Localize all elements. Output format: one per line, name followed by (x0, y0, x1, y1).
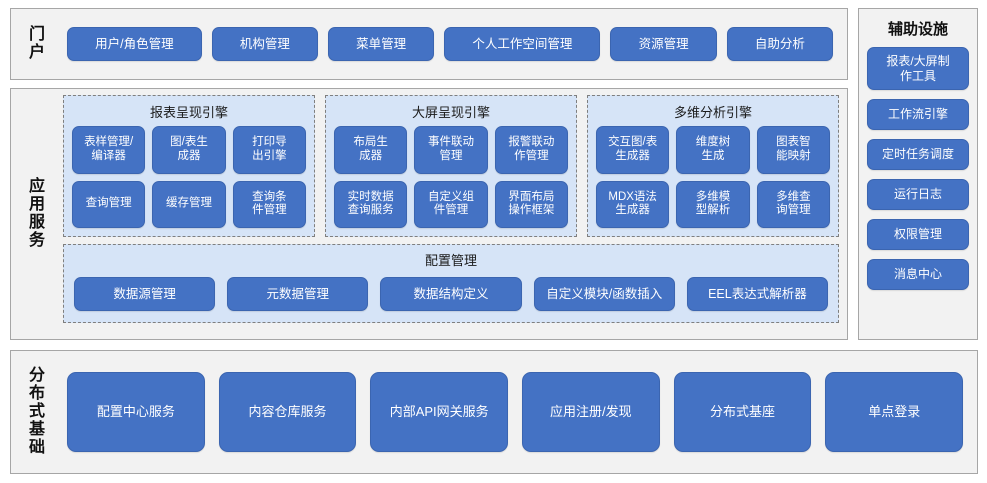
report-item-print-export-engine[interactable]: 打印导 出引擎 (232, 126, 306, 174)
auxiliary-section: 辅助设施 报表/大屏制 作工具 工作流引擎 定时任务调度 运行日志 权限管理 消… (858, 8, 978, 340)
olap-item-model-parsing[interactable]: 多维模 型解析 (676, 180, 750, 228)
dist-item-config-center[interactable]: 配置中心服务 (67, 372, 205, 452)
config-management-title: 配置管理 (424, 253, 477, 268)
distributed-foundation-section-label: 分 布 式 基 础 (28, 367, 45, 456)
config-item-datasource[interactable]: 数据源管理 (74, 277, 216, 311)
bigscreen-item-event-linkage[interactable]: 事件联动 管理 (414, 126, 488, 174)
engine-grid-bigscreen: 布局生 成器 事件联动 管理 报警联动 作管理 实时数据 查询服务 自定义组 件… (334, 126, 568, 228)
auxiliary-button-list: 报表/大屏制 作工具 工作流引擎 定时任务调度 运行日志 权限管理 消息中心 (867, 47, 969, 290)
report-item-chart-table-generator[interactable]: 图/表生 成器 (152, 126, 226, 174)
olap-item-dimension-tree[interactable]: 维度树 生成 (676, 126, 750, 174)
dist-item-content-repository[interactable]: 内容仓库服务 (218, 372, 357, 452)
config-item-metadata[interactable]: 元数据管理 (227, 277, 369, 311)
aux-item-scheduled-task[interactable]: 定时任务调度 (867, 139, 969, 170)
aux-item-report-screen-tool[interactable]: 报表/大屏制 作工具 (867, 47, 969, 90)
engine-panel-bigscreen: 大屏呈现引擎 布局生 成器 事件联动 管理 报警联动 作管理 实时数据 查询服务… (325, 95, 577, 237)
olap-item-query-management[interactable]: 多维查 询管理 (756, 180, 830, 228)
portal-section-label: 门 户 (28, 26, 45, 61)
report-item-query-condition-management[interactable]: 查询条 件管理 (232, 180, 306, 228)
portal-item-workspace[interactable]: 个人工作空间管理 (444, 27, 601, 61)
portal-item-user-role[interactable]: 用户/角色管理 (67, 27, 202, 61)
portal-button-row: 用户/角色管理 机构管理 菜单管理 个人工作空间管理 资源管理 自助分析 (63, 9, 847, 79)
application-services-section: 应 用 服 务 报表呈现引擎 表样管理/ 编译器 图/表生 成器 打印导 出引擎… (10, 88, 848, 340)
engine-grid-olap: 交互图/表 生成器 维度树 生成 图表智 能映射 MDX语法 生成器 多维模 型… (596, 126, 830, 228)
config-item-data-structure[interactable]: 数据结构定义 (380, 277, 522, 311)
dist-item-internal-api-gateway[interactable]: 内部API网关服务 (370, 372, 509, 452)
engine-title-report: 报表呈现引擎 (149, 105, 228, 120)
portal-item-menu[interactable]: 菜单管理 (327, 27, 435, 61)
dist-item-distributed-base[interactable]: 分布式基座 (673, 372, 812, 452)
application-services-body: 报表呈现引擎 表样管理/ 编译器 图/表生 成器 打印导 出引擎 查询管理 缓存… (63, 89, 847, 339)
bigscreen-item-custom-component[interactable]: 自定义组 件管理 (414, 180, 488, 228)
engine-panel-olap: 多维分析引擎 交互图/表 生成器 维度树 生成 图表智 能映射 MDX语法 生成… (587, 95, 839, 237)
engine-title-bigscreen: 大屏呈现引擎 (411, 105, 490, 120)
olap-item-chart-smart-mapping[interactable]: 图表智 能映射 (756, 126, 830, 174)
bigscreen-item-ui-layout-framework[interactable]: 界面布局 操作框架 (494, 180, 568, 228)
portal-section: 门 户 用户/角色管理 机构管理 菜单管理 个人工作空间管理 资源管理 自助分析 (10, 8, 848, 80)
bigscreen-item-layout-generator[interactable]: 布局生 成器 (334, 126, 408, 174)
aux-item-message-center[interactable]: 消息中心 (867, 259, 969, 290)
olap-item-interactive-chart-generator[interactable]: 交互图/表 生成器 (596, 126, 670, 174)
config-management-panel: 配置管理 数据源管理 元数据管理 数据结构定义 自定义模块/函数插入 EEL表达… (63, 244, 839, 323)
portal-item-resource[interactable]: 资源管理 (610, 27, 717, 61)
config-item-custom-module-function[interactable]: 自定义模块/函数插入 (533, 277, 675, 311)
dist-item-single-sign-on[interactable]: 单点登录 (825, 372, 964, 452)
config-item-eel-expression-parser[interactable]: EEL表达式解析器 (686, 277, 829, 311)
engine-panel-report: 报表呈现引擎 表样管理/ 编译器 图/表生 成器 打印导 出引擎 查询管理 缓存… (63, 95, 315, 237)
aux-item-permission-management[interactable]: 权限管理 (867, 219, 969, 250)
bigscreen-item-realtime-query[interactable]: 实时数据 查询服务 (334, 180, 408, 228)
config-management-row: 数据源管理 元数据管理 数据结构定义 自定义模块/函数插入 EEL表达式解析器 (74, 274, 829, 314)
portal-item-self-service-analysis[interactable]: 自助分析 (726, 27, 833, 61)
portal-item-organization[interactable]: 机构管理 (211, 27, 318, 61)
auxiliary-section-title: 辅助设施 (887, 21, 948, 38)
engine-title-olap: 多维分析引擎 (673, 105, 752, 120)
report-item-cache-management[interactable]: 缓存管理 (152, 180, 226, 228)
dist-item-app-registry-discovery[interactable]: 应用注册/发现 (522, 372, 660, 452)
application-services-section-label: 应 用 服 务 (28, 178, 45, 249)
aux-item-runtime-log[interactable]: 运行日志 (867, 179, 969, 210)
report-item-query-management[interactable]: 查询管理 (72, 180, 146, 228)
bigscreen-item-alarm-action[interactable]: 报警联动 作管理 (494, 126, 568, 174)
report-item-template-compiler[interactable]: 表样管理/ 编译器 (72, 126, 146, 174)
distributed-foundation-section: 分 布 式 基 础 配置中心服务 内容仓库服务 内部API网关服务 应用注册/发… (10, 350, 978, 474)
olap-item-mdx-generator[interactable]: MDX语法 生成器 (596, 180, 670, 228)
aux-item-workflow-engine[interactable]: 工作流引擎 (867, 99, 969, 130)
distributed-button-row: 配置中心服务 内容仓库服务 内部API网关服务 应用注册/发现 分布式基座 单点… (63, 351, 977, 473)
engines-row: 报表呈现引擎 表样管理/ 编译器 图/表生 成器 打印导 出引擎 查询管理 缓存… (63, 95, 839, 237)
engine-grid-report: 表样管理/ 编译器 图/表生 成器 打印导 出引擎 查询管理 缓存管理 查询条 … (72, 126, 306, 228)
